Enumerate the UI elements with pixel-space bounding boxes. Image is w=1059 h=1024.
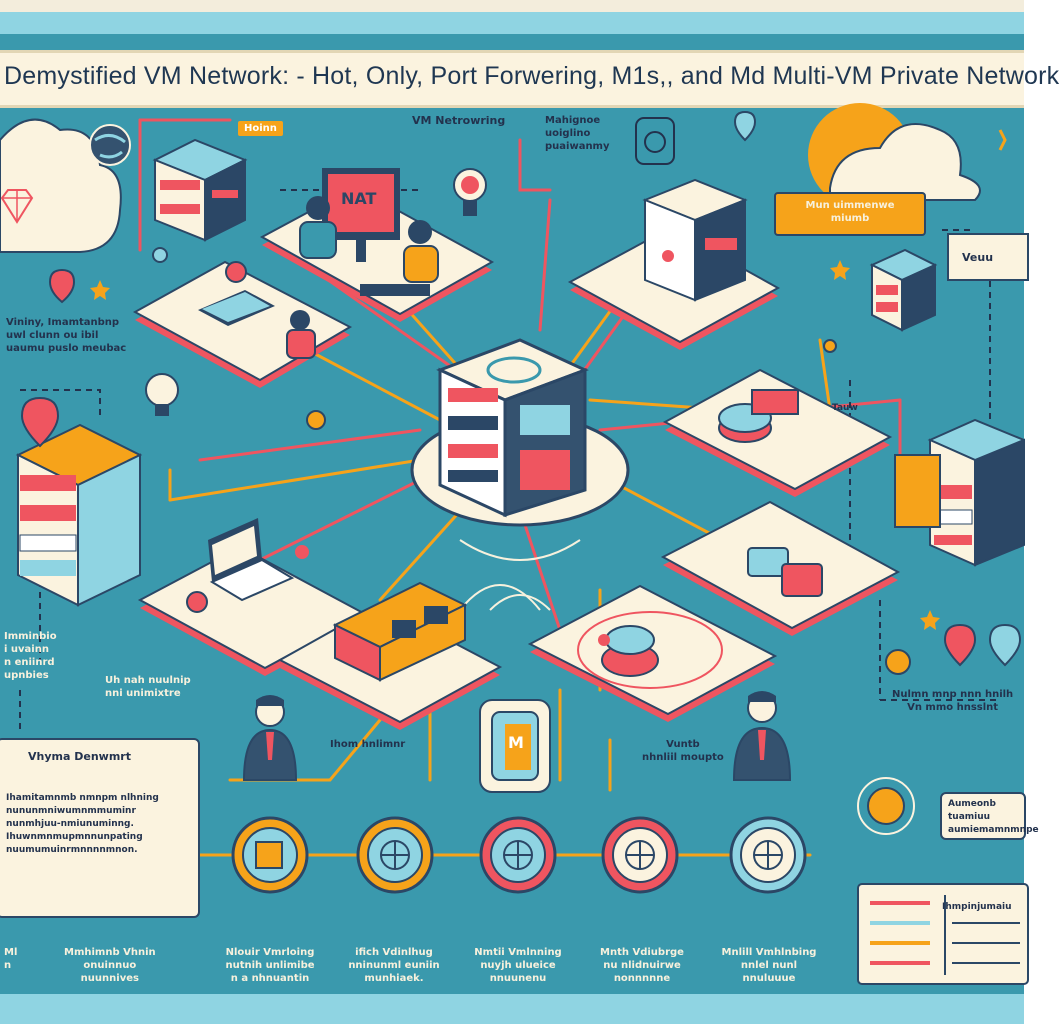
person-left — [242, 695, 298, 781]
loop-arcs — [459, 539, 581, 611]
page-title: Demystified VM Network: - Hot, Only, Por… — [4, 62, 1059, 90]
top-tag: Hoinn — [238, 121, 283, 136]
bottom-label-4: Mnth Vdiubrge nu nlidnuirwe nonnnnne — [600, 947, 684, 984]
stacked-servers — [152, 138, 248, 242]
right-lower-note: Nulmn mnp nnn hnilh Vn mmo hnsslnt — [892, 689, 1014, 713]
camera-icon — [635, 117, 675, 165]
nat-workstation — [299, 168, 439, 296]
right-legend-title: Ihmpinjumaiu — [942, 902, 1012, 912]
center-left-note: Uh nah nuulnip nni unimixtre — [105, 675, 191, 699]
left-note: Vininy, Imamtanbnp uwl clunn ou ibil uau… — [6, 317, 127, 354]
network-appliance — [479, 699, 551, 793]
gem-logo — [0, 189, 34, 224]
platform-pc-console — [132, 260, 353, 388]
person-right — [732, 691, 792, 781]
right-small-server — [869, 248, 938, 332]
globe-icon — [89, 124, 131, 166]
cloud-banner-text: Mun uimmenwe miumb — [805, 200, 895, 224]
top-band — [0, 0, 1024, 34]
left-card-title: Vhyma Denwmrt — [28, 750, 131, 763]
bottom-left-edge: Ml n — [4, 947, 18, 971]
router-device — [332, 581, 468, 682]
right-card-note: Aumeonb tuamiuu aumiemamnmnpe — [948, 799, 1039, 835]
coin-icon — [152, 247, 915, 835]
bowl-device — [598, 625, 659, 677]
ring-icons — [231, 816, 807, 894]
disk-stack — [718, 389, 799, 443]
keyboard-and-user — [198, 261, 316, 359]
network-diagram — [0, 103, 1029, 985]
left-card-body: Ihamitamnmb nmnpm nlhning nununmniwumnmm… — [6, 793, 159, 855]
appliance-label: M — [508, 733, 524, 752]
cloud-top-right — [808, 103, 981, 207]
bottom-label-5: Mnlill Vmhlnbing nnlel nunl nnuluuue — [721, 947, 817, 984]
bottom-label-2: ifich Vdinlhug nninunml euniin munhiaek. — [348, 947, 440, 984]
bottom-left-label: Mmhimnb Vhnin onuinnuo nuunnives — [64, 947, 156, 984]
bottom-label-3: Nmtii Vmlnning nuyjh ulueice nnuunenu — [474, 947, 562, 984]
left-lower-note: Imminbio i uvainn n eniinrd upnbies — [4, 631, 57, 681]
upper-center-note: Mahignoe uoiglino puaiwanmy — [545, 115, 610, 152]
switch-blocks — [747, 547, 823, 597]
right-tag: Veuu — [962, 251, 994, 264]
left-storage-stack — [15, 423, 143, 607]
nat-screen-text: NAT — [341, 189, 377, 208]
server-tower — [642, 178, 748, 302]
map-pin-icon — [20, 110, 1022, 667]
lightbulb-icon — [145, 129, 1007, 416]
platform-disk — [662, 368, 893, 497]
central-server — [410, 338, 630, 527]
right-center-note: Vuntb nhnliil moupto — [642, 739, 724, 763]
right-info-tab — [947, 233, 1029, 281]
right-legend-lines — [857, 883, 1029, 985]
title-banner — [0, 50, 1024, 108]
left-info-card: Vhyma Denwmrt Ihamitamnmb nmnpm nlhning … — [0, 738, 200, 918]
cloud-banner-box — [774, 192, 926, 236]
right-info-card: Aumeonb tuamiuu aumiemamnmnpe — [940, 792, 1039, 840]
center-note: Ihom hnlimnr — [330, 739, 406, 750]
bottom-label-1: Nlouir Vmrloing nutnih unlimibe n a nhnu… — [225, 947, 315, 984]
right-storage-stack — [894, 418, 1025, 567]
star-icon — [90, 260, 940, 630]
small-right-label: Tauw — [832, 403, 858, 413]
vm-networking-label: VM Netrowring — [412, 114, 506, 127]
bottom-band — [0, 994, 1024, 1024]
laptop-device — [186, 518, 309, 613]
